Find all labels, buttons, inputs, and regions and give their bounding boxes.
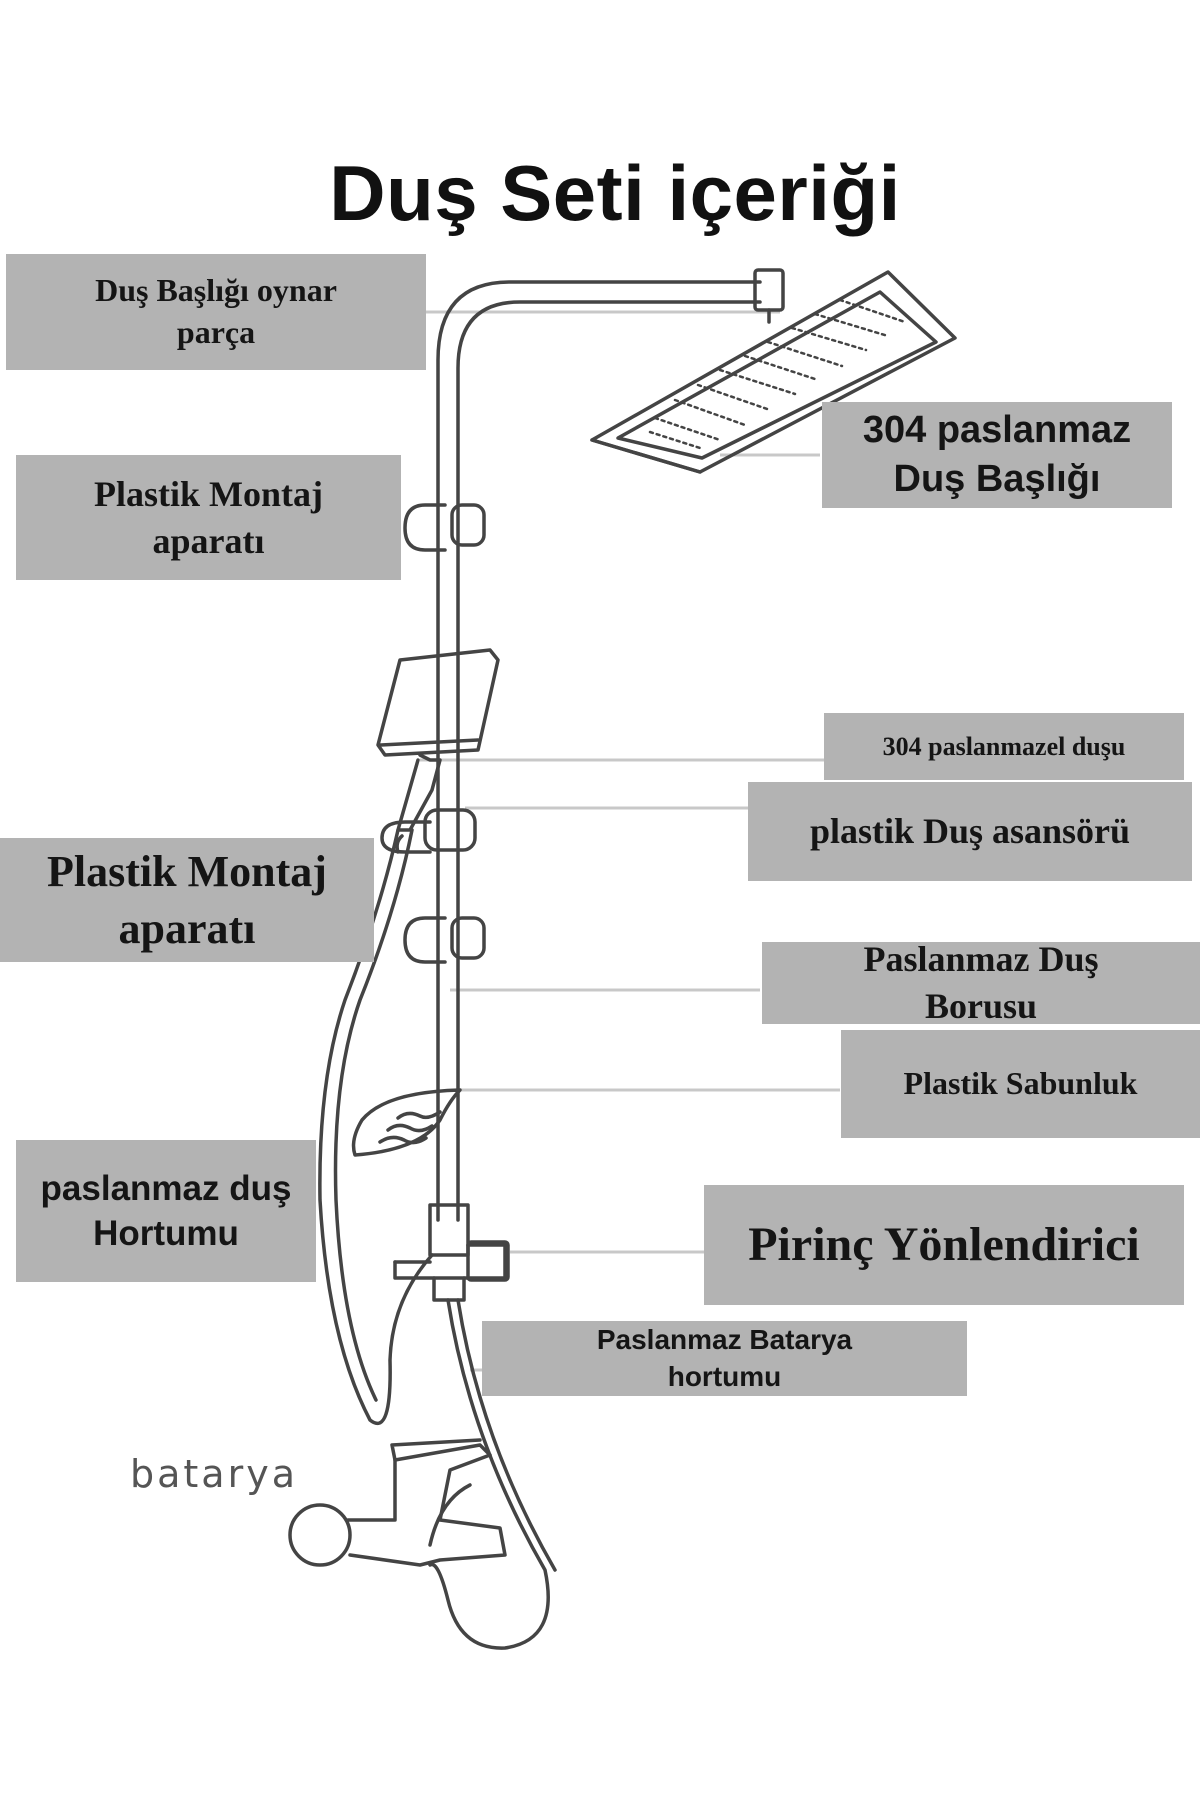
- label-shower-hose: paslanmaz duş Hortumu: [16, 1140, 316, 1282]
- mount-bracket-bottom: [403, 916, 486, 964]
- head-connector: [753, 268, 785, 312]
- shower-pipe-inner: [456, 300, 762, 1222]
- label-faucet-hose-text: Paslanmaz Batarya hortumu: [596, 1324, 853, 1392]
- label-mount-bottom-text: Plastik Montaj aparatı: [47, 846, 327, 953]
- label-head-joint-text: Duş Başlığı oynar parça: [95, 272, 337, 350]
- rain-shower-head: [590, 270, 957, 474]
- shower-pipe: [436, 280, 762, 1222]
- label-shower-pipe: Paslanmaz Duş Borusu: [762, 939, 1200, 1026]
- label-soap-dish-text: Plastik Sabunluk: [903, 1065, 1138, 1102]
- label-head-joint: Duş Başlığı oynar parça: [6, 254, 426, 370]
- label-soap-dish: Plastik Sabunluk: [841, 1030, 1200, 1138]
- label-shower-head-text: 304 paslanmaz Duş Başlığı: [862, 408, 1132, 500]
- faucet-caption: batarya: [130, 1452, 298, 1496]
- label-mount-top-text: Plastik Montaj aparatı: [94, 473, 323, 561]
- label-diverter: Pirinç Yönlendirici: [704, 1185, 1184, 1305]
- soap-dish: [351, 1088, 462, 1157]
- page-title: Duş Seti içeriği: [329, 149, 901, 237]
- label-faucet-hose: Paslanmaz Batarya hortumu: [482, 1321, 967, 1396]
- label-shower-hose-text: paslanmaz duş Hortumu: [40, 1168, 292, 1254]
- label-mount-bottom: Plastik Montaj aparatı: [0, 838, 374, 962]
- label-shower-pipe-text: Paslanmaz Duş Borusu: [863, 939, 1099, 1026]
- faucet-hose-inner: [456, 1298, 557, 1572]
- label-mount-top: Plastik Montaj aparatı: [16, 455, 401, 580]
- label-hand-shower: 304 paslanmazel duşu: [824, 713, 1184, 780]
- label-hand-shower-text: 304 paslanmazel duşu: [882, 731, 1126, 761]
- shower-lift: [380, 808, 477, 854]
- shower-hose-inner: [333, 828, 414, 1402]
- label-shower-lift-text: plastik Duş asansörü: [809, 811, 1131, 852]
- faucet: [288, 1438, 507, 1567]
- mount-bracket-top: [403, 503, 486, 552]
- shower-hose: [318, 828, 434, 1426]
- label-shower-lift: plastik Duş asansörü: [748, 782, 1192, 881]
- shower-linework: [288, 268, 957, 1650]
- label-diverter-text: Pirinç Yönlendirici: [748, 1217, 1140, 1271]
- faucet-hose: [428, 1298, 550, 1650]
- label-shower-head: 304 paslanmaz Duş Başlığı: [822, 402, 1172, 508]
